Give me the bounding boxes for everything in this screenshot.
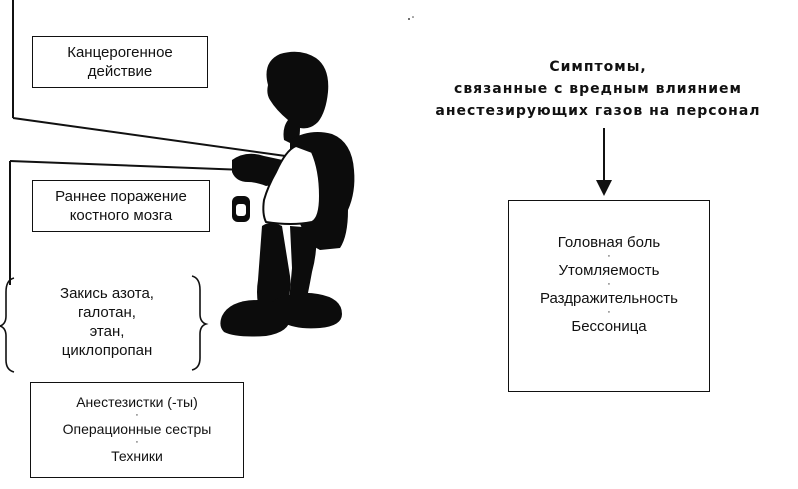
left-brace-icon <box>0 277 15 373</box>
symptoms-box: Головная боль · Утомляемость · Раздражит… <box>508 200 710 392</box>
staff-item: Анестезистки (-ты) <box>76 394 198 410</box>
bone-marrow-line-2: костного мозга <box>69 207 173 224</box>
right-brace-icon <box>191 275 209 371</box>
symptom-item: Головная боль <box>557 234 661 251</box>
gas-item: галотан, <box>78 304 136 321</box>
carcinogenic-line-2: действие <box>87 63 153 80</box>
separator-dot: · <box>135 436 139 448</box>
symptoms-title: Симптомы, связанные с вредным влиянием а… <box>400 56 796 122</box>
anesthetic-gases-list: Закись азота, галотан, этан, циклопропан <box>22 284 192 360</box>
symptom-item: Раздражительность <box>539 290 678 307</box>
carcinogenic-pointer-line <box>12 117 301 159</box>
separator-dot: · <box>607 306 611 318</box>
gas-item: Закись азота, <box>60 285 154 302</box>
separator-dot: · <box>135 409 139 421</box>
carcinogenic-effect-box: Канцерогенное действие <box>32 36 208 88</box>
staff-box: Анестезистки (-ты) · Операционные сестры… <box>30 382 244 478</box>
title-line-2: связанные с вредным влиянием <box>454 81 742 97</box>
coat-front-icon <box>262 144 322 225</box>
title-line-1: Симптомы, <box>549 59 647 75</box>
symptom-item: Утомляемость <box>558 262 660 279</box>
separator-dot: · <box>607 250 611 262</box>
symptom-item: Бессоница <box>571 318 647 335</box>
separator-dot: · <box>607 278 611 290</box>
gas-item: циклопропан <box>61 342 153 359</box>
gas-item: этан, <box>89 323 125 340</box>
bone-marrow-line-1: Раннее поражение <box>55 188 187 205</box>
staff-item: Техники <box>111 448 163 464</box>
bone-marrow-effect-box: Раннее поражение костного мозга <box>32 180 210 232</box>
carcinogenic-line-1: Канцерогенное <box>67 44 173 61</box>
staff-item: Операционные сестры <box>62 421 212 437</box>
title-line-3: анестезирующих газов на персонал <box>435 103 761 119</box>
arrow-down-icon <box>596 180 612 196</box>
